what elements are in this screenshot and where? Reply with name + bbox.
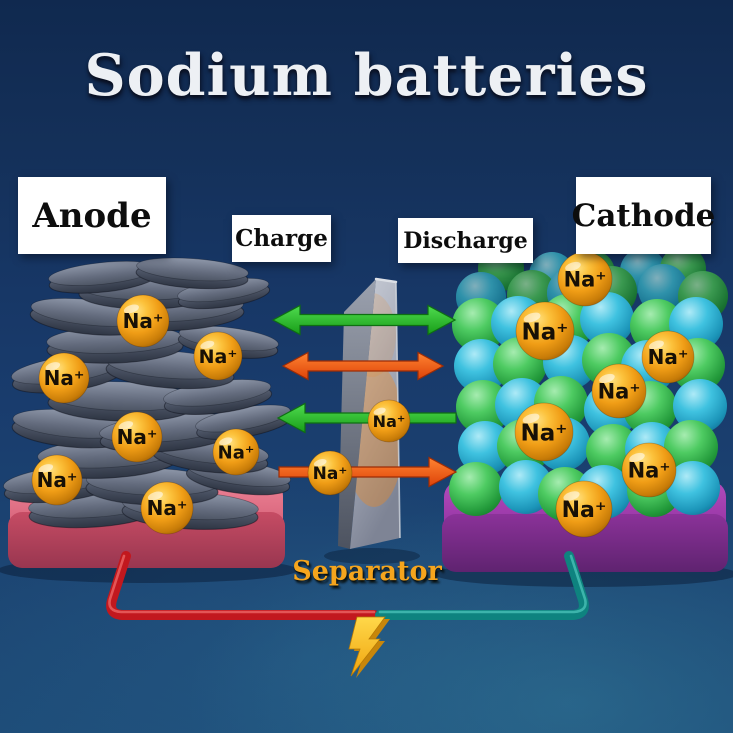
na-ion-label: Na⁺	[199, 346, 238, 368]
discharge-arrow-double	[281, 351, 445, 381]
cathode-na-ions: Na⁺ Na⁺ Na⁺ Na⁺ Na⁺ Na⁺ Na⁺	[514, 251, 695, 538]
na-ion-sphere: Na⁺	[557, 251, 613, 307]
na-ion-label: Na⁺	[522, 319, 569, 345]
na-ion-label: Na⁺	[562, 498, 607, 523]
na-ion-label: Na⁺	[123, 309, 164, 333]
na-ion-sphere: Na⁺	[555, 480, 613, 538]
na-ion-sphere: Na⁺	[193, 331, 243, 381]
na-ion-sphere: Na⁺	[591, 363, 647, 419]
na-ion-label: Na⁺	[37, 468, 78, 492]
charge-label-box: Charge	[232, 215, 331, 262]
na-ion-label: Na⁺	[648, 345, 689, 369]
na-ion-sphere: Na⁺	[140, 481, 194, 535]
charge-arrow-double	[271, 304, 457, 336]
na-ion-sphere: Na⁺	[212, 428, 260, 476]
na-ion-sphere: Na⁺	[515, 301, 575, 361]
na-ion-label: Na⁺	[564, 268, 607, 292]
na-ion-sphere: Na⁺	[307, 450, 353, 496]
na-ion-sphere: Na⁺	[116, 294, 170, 348]
na-ion-sphere: Na⁺	[621, 442, 677, 498]
lightning-bolt-icon	[348, 616, 390, 678]
discharge-label-box: Discharge	[398, 218, 533, 263]
na-ion-sphere: Na⁺	[31, 454, 83, 506]
discharge-arrow-right	[278, 456, 458, 488]
na-ion-label: Na⁺	[218, 442, 255, 463]
separator-na-ions: Na⁺ Na⁺	[307, 399, 411, 496]
charge-arrow-left	[276, 402, 457, 434]
na-ion-label: Na⁺	[313, 464, 348, 484]
anode-na-ions: Na⁺ Na⁺ Na⁺ Na⁺ Na⁺ Na⁺ Na⁺	[31, 294, 260, 535]
charge-label: Charge	[235, 225, 328, 252]
na-ion-sphere: Na⁺	[641, 330, 695, 384]
cathode-label-box: Cathode	[572, 177, 715, 254]
na-ion-label: Na⁺	[598, 380, 641, 404]
page-title: Sodium batteries	[84, 42, 649, 109]
na-ion-sphere: Na⁺	[38, 352, 90, 404]
na-ion-sphere: Na⁺	[514, 402, 574, 462]
circuit-wires	[106, 551, 589, 620]
na-ion-label: Na⁺	[628, 459, 671, 483]
na-ion-sphere: Na⁺	[111, 411, 163, 463]
discharge-label: Discharge	[403, 227, 528, 254]
na-ion-label: Na⁺	[44, 366, 85, 390]
na-ion-label: Na⁺	[373, 412, 406, 431]
cathode-label: Cathode	[571, 197, 716, 234]
na-ion-label: Na⁺	[147, 496, 188, 520]
anode-label-box: Anode	[18, 177, 166, 254]
separator-label: Separator	[292, 556, 442, 587]
ion-arrows	[271, 304, 458, 488]
na-ion-label: Na⁺	[521, 420, 568, 446]
na-ion-label: Na⁺	[117, 425, 158, 449]
anode-label: Anode	[32, 195, 152, 236]
na-ion-sphere: Na⁺	[367, 399, 411, 443]
